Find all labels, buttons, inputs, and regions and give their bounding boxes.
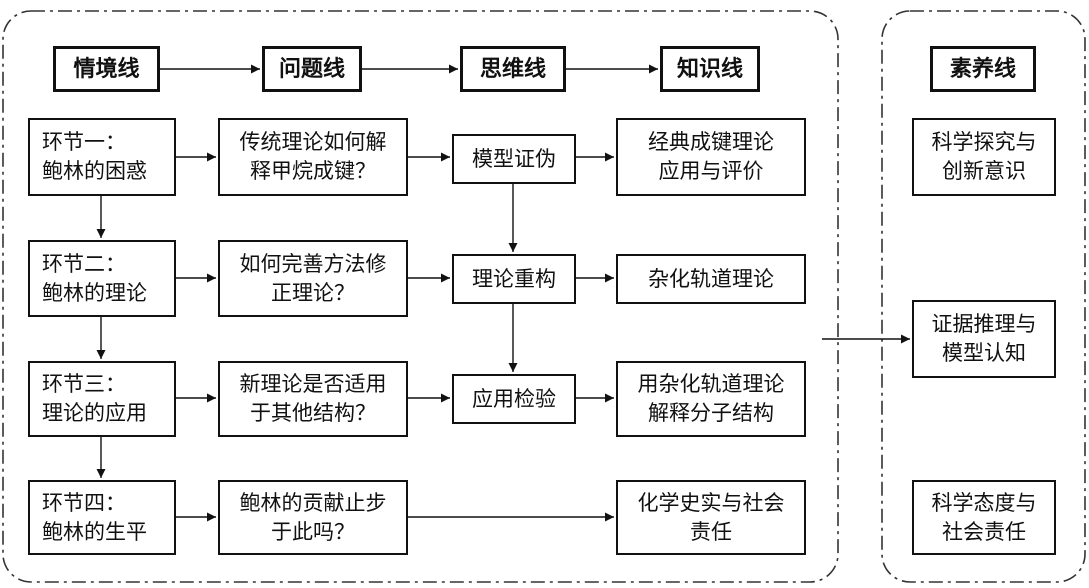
stage-4-situation-box: 环节四： 鲍林的生平 [28,480,176,555]
stage-1-question-box: 传统理论如何解 释甲烷成键？ [218,118,408,196]
stage-2-situation-box: 环节二： 鲍林的理论 [28,240,176,317]
literacy-item-3-box: 科学态度与 社会责任 [912,480,1056,555]
stage-1-knowledge-text: 经典成键理论 应用与评价 [648,130,774,183]
literacy-item-1-text: 科学探究与 创新意识 [931,130,1037,183]
stage-2-question-box: 如何完善方法修 正理论？ [218,240,408,317]
stage-3-thinking-text: 应用检验 [472,386,556,411]
header-situation-label: 情境线 [73,55,140,82]
header-knowledge-label: 知识线 [676,55,743,82]
stage-1-knowledge-box: 经典成键理论 应用与评价 [616,118,806,196]
stage-2-knowledge-text: 杂化轨道理论 [648,266,774,291]
stage-1-situation-box: 环节一： 鲍林的困惑 [28,118,176,196]
stage-4-question-box: 鲍林的贡献止步 于此吗？ [218,480,408,555]
header-literacy-label: 素养线 [949,55,1016,82]
stage-2-knowledge-box: 杂化轨道理论 [616,254,806,304]
header-thinking-label: 思维线 [479,55,546,82]
stage-3-question-text: 新理论是否适用 于其他结构？ [239,372,387,425]
stage-3-thinking-box: 应用检验 [452,374,576,424]
stage-1-thinking-text: 模型证伪 [472,146,556,171]
stage-1-situation-text: 环节一： 鲍林的困惑 [42,130,147,183]
stage-4-knowledge-text: 化学史实与社会 责任 [637,490,785,544]
stage-1-thinking-box: 模型证伪 [452,134,576,184]
stage-3-knowledge-box: 用杂化轨道理论 解释分子结构 [616,361,806,437]
stage-4-knowledge-box: 化学史实与社会 责任 [616,480,806,555]
literacy-item-2-box: 证据推理与 模型认知 [912,300,1056,378]
stage-1-question-text: 传统理论如何解 释甲烷成键？ [239,130,387,183]
literacy-group-frame [881,10,1086,583]
header-question-line: 问题线 [262,46,362,92]
literacy-item-2-text: 证据推理与 模型认知 [931,312,1037,365]
header-knowledge-line: 知识线 [660,46,760,92]
stage-2-situation-text: 环节二： 鲍林的理论 [42,251,147,305]
header-literacy-line: 素养线 [930,46,1036,92]
header-situation-line: 情境线 [53,46,160,92]
literacy-item-1-box: 科学探究与 创新意识 [912,118,1056,196]
header-thinking-line: 思维线 [460,46,566,92]
stage-3-situation-text: 环节三： 理论的应用 [42,372,147,425]
stage-3-situation-box: 环节三： 理论的应用 [28,361,176,437]
stage-2-thinking-box: 理论重构 [452,254,576,304]
header-question-label: 问题线 [278,55,345,82]
stage-3-question-box: 新理论是否适用 于其他结构？ [218,361,408,437]
stage-3-knowledge-text: 用杂化轨道理论 解释分子结构 [637,372,785,425]
stage-2-thinking-text: 理论重构 [472,266,556,291]
literacy-item-3-text: 科学态度与 社会责任 [931,490,1037,544]
main-group-frame [2,10,839,583]
stage-4-question-text: 鲍林的贡献止步 于此吗？ [239,490,387,544]
stage-2-question-text: 如何完善方法修 正理论？ [239,251,387,305]
stage-4-situation-text: 环节四： 鲍林的生平 [42,490,147,544]
